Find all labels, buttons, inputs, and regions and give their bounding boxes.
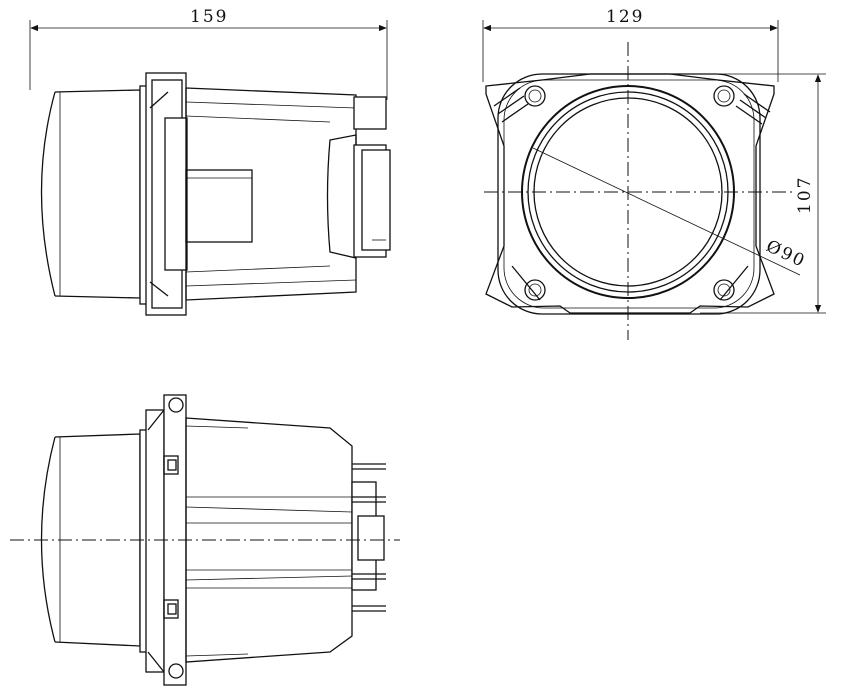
dim-height: 107 bbox=[700, 73, 826, 314]
dim-159-label: 159 bbox=[190, 7, 228, 27]
dim-overall-length: 159 bbox=[29, 7, 388, 100]
dim-width: 129 bbox=[482, 7, 779, 82]
mount-screws bbox=[493, 85, 771, 301]
side-view-bottom bbox=[10, 394, 400, 686]
side-view-top: 159 bbox=[29, 7, 391, 316]
dim-diameter-label: Ø90 bbox=[763, 236, 809, 272]
front-view: 129 107 bbox=[482, 7, 826, 340]
dim-107-label: 107 bbox=[795, 176, 815, 214]
dim-129-label: 129 bbox=[606, 7, 644, 27]
